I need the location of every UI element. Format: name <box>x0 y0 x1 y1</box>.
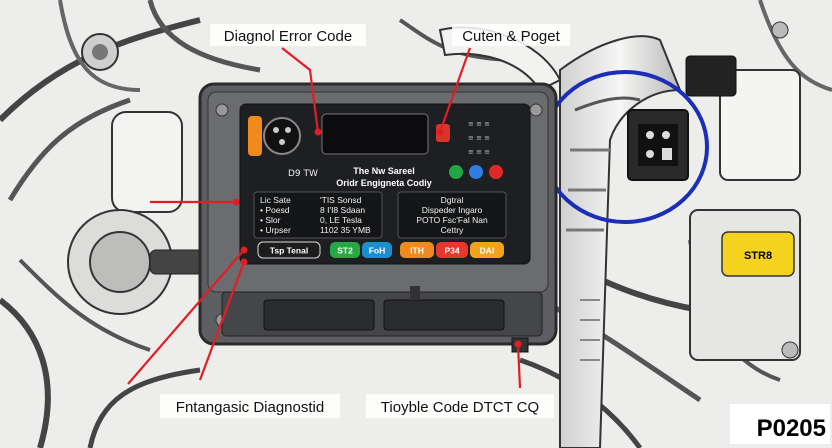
ecu-screen <box>321 113 429 155</box>
module-title-2: Oridr Engigneta Codiy <box>336 178 432 188</box>
callout-endpoints <box>232 128 522 348</box>
callout-lines <box>127 47 522 389</box>
callout-diagnol-error-code: Diagnol Error Code <box>224 28 352 45</box>
left-row-label: • Poesd <box>260 205 290 215</box>
module-button-row: Tsp Tenal ST2 FoH ITH P34 DAI <box>257 241 504 259</box>
indicator-lights <box>449 165 503 179</box>
module-button-label: DAI <box>480 246 495 256</box>
left-row-label: • Urpser <box>260 225 291 235</box>
left-row-value: 0, LE Tesla <box>320 215 362 225</box>
obd-port <box>263 117 301 155</box>
module-button-label: P34 <box>444 246 459 256</box>
module-button <box>436 242 468 258</box>
left-row-label: Lic Sate <box>260 195 291 205</box>
sticker-text: STR8 <box>744 250 772 262</box>
sensor-plug <box>685 55 737 97</box>
right-row-text: POTO Fsc'Fal Nan <box>416 215 488 225</box>
indicator-light <box>489 165 503 179</box>
left-row-label: • Slor <box>260 215 281 225</box>
callout-dot <box>514 340 522 348</box>
module-button-label: ST2 <box>337 246 353 256</box>
module-button-label: Tsp Tenal <box>270 246 308 256</box>
module-button <box>330 242 360 258</box>
callout-line-cuten <box>438 47 472 133</box>
left-row-value: 'TIS Sonsd <box>320 195 362 205</box>
right-row-text: Cettry <box>441 225 464 235</box>
module-button <box>257 241 321 259</box>
module-button <box>400 242 434 258</box>
callout-dot <box>314 128 322 136</box>
callout-line-diagnol <box>281 47 320 133</box>
svg-text:≡ ≡ ≡: ≡ ≡ ≡ <box>468 120 490 128</box>
indicator-light <box>449 165 463 179</box>
dtc-code: P0205 <box>757 415 826 442</box>
callout-dot <box>240 258 248 266</box>
right-components: STR8 <box>685 21 801 361</box>
callout-fntangasic-diagnostid: Fntangasic Diagnostid <box>176 399 324 416</box>
callout-line-trouble <box>516 343 522 389</box>
module-title-1: The Nw Sareel <box>353 166 415 176</box>
callout-dot <box>436 128 444 136</box>
indicator-light <box>469 165 483 179</box>
right-row-text: Dispeder Ingaro <box>422 205 483 215</box>
left-row-value: 1102 35 YMB <box>320 225 371 235</box>
callout-line-left-3 <box>198 261 246 381</box>
warning-sticker <box>721 231 795 277</box>
module-button-label: FoH <box>369 246 386 256</box>
right-row-text: Dgtral <box>441 195 464 205</box>
callout-trouble-code: Tioyble Code DTCT CQ <box>381 399 539 416</box>
callout-dot <box>240 246 248 254</box>
svg-text:≡ ≡ ≡: ≡ ≡ ≡ <box>468 148 490 156</box>
callout-cuten-poget: Cuten & Poget <box>462 28 560 45</box>
highlighted-connector <box>627 109 689 181</box>
module-header-left: D9 TW <box>288 169 318 179</box>
left-components <box>67 33 211 315</box>
svg-text:≡ ≡ ≡: ≡ ≡ ≡ <box>468 134 490 142</box>
module-button <box>362 242 392 258</box>
module-button <box>470 242 504 258</box>
module-button-label: ITH <box>410 246 424 256</box>
callout-dot <box>232 198 240 206</box>
left-row-value: 8 I'I8 Sdaan <box>320 205 365 215</box>
callout-line-left-2 <box>127 249 245 385</box>
intake-pipe <box>559 35 682 448</box>
ecu-module: ≡ ≡ ≡ ≡ ≡ ≡ ≡ ≡ ≡ D9 TW The Nw Sareel Or… <box>198 82 558 353</box>
left-info-box: Lic Sate 'TIS Sonsd • Poesd 8 I'I8 Sdaan • S… <box>260 195 371 235</box>
